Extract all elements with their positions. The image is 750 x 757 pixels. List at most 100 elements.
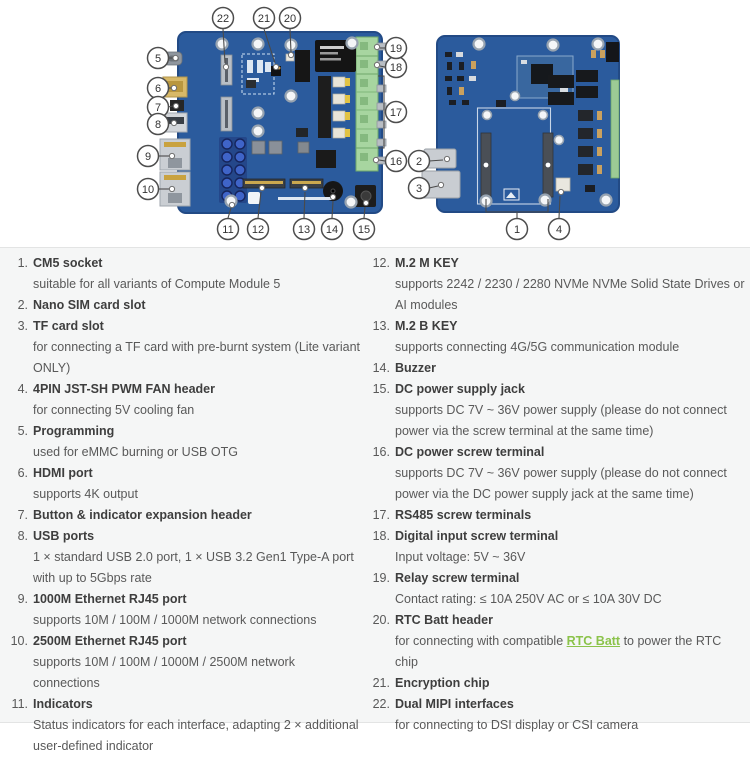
fan-header bbox=[555, 177, 571, 192]
callout-3 bbox=[407, 176, 431, 200]
legend-item-number: 22. bbox=[372, 697, 390, 711]
legend-item-number: 15. bbox=[372, 382, 390, 396]
legend-item-desc: used for eMMC burning or USB OTG bbox=[33, 445, 238, 459]
callout-2 bbox=[407, 149, 431, 173]
callout-number-14: 14 bbox=[326, 224, 338, 236]
callout-number-15: 15 bbox=[358, 224, 370, 236]
legend-item: 14. Buzzer bbox=[366, 358, 746, 379]
legend-item-desc: suitable for all variants of Compute Mod… bbox=[33, 277, 281, 291]
dc-jack bbox=[355, 185, 376, 207]
callout-number-13: 13 bbox=[298, 224, 310, 236]
legend-item: 21. Encryption chip bbox=[366, 673, 746, 694]
legend-item-desc: Input voltage: 5V ~ 36V bbox=[395, 550, 526, 564]
legend-item-number: 5. bbox=[17, 424, 28, 438]
legend-item-title: Digital input screw terminal bbox=[395, 529, 559, 543]
legend-item-number: 12. bbox=[372, 256, 390, 270]
callout-number-10: 10 bbox=[142, 184, 154, 196]
mounting-holes-bottom-view bbox=[472, 37, 613, 208]
dc-dc-module bbox=[295, 50, 310, 82]
callout-13 bbox=[292, 217, 316, 241]
legend-item-number: 13. bbox=[372, 319, 390, 333]
callout-11 bbox=[216, 217, 240, 241]
callout-number-22: 22 bbox=[217, 13, 229, 25]
callout-number-17: 17 bbox=[390, 107, 402, 119]
legend-item-desc: supports connecting 4G/5G communication … bbox=[395, 340, 680, 354]
legend-item: 13. M.2 B KEY supports connecting 4G/5G co… bbox=[366, 316, 746, 358]
legend-item-number: 4. bbox=[17, 382, 28, 396]
legend-item-title: 1000M Ethernet RJ45 port bbox=[33, 592, 187, 606]
legend-item-title: RTC Batt header bbox=[395, 613, 493, 627]
legend-item-title: Dual MIPI interfaces bbox=[395, 697, 514, 711]
boot-button bbox=[246, 80, 256, 88]
callout-1 bbox=[505, 217, 529, 241]
leader-lines bbox=[158, 28, 565, 219]
cm5-socket bbox=[476, 107, 554, 205]
callout-16 bbox=[384, 149, 408, 173]
callout-number-16: 16 bbox=[390, 156, 402, 168]
board-label-text bbox=[278, 197, 334, 200]
legend-item-number: 21. bbox=[372, 676, 390, 690]
legend-item-desc: supports 10M / 100M / 1000M / 2500M netw… bbox=[33, 655, 295, 690]
legend-item-number: 7. bbox=[17, 508, 28, 522]
legend-item-title: DC power supply jack bbox=[395, 382, 525, 396]
legend-item-number: 17. bbox=[372, 508, 390, 522]
smd-components bbox=[445, 50, 605, 192]
legend-item: 3. TF card slot for connecting a TF card w… bbox=[8, 316, 360, 379]
legend-item-desc: Contact rating: ≤ 10A 250V AC or ≤ 10A 3… bbox=[395, 592, 662, 606]
legend-item-title: Relay screw terminal bbox=[395, 571, 520, 585]
legend-item-number: 10. bbox=[10, 634, 28, 648]
dc-jack-bottom bbox=[606, 42, 619, 62]
rtc-batt-link[interactable]: RTC Batt bbox=[566, 634, 621, 648]
callout-number-2: 2 bbox=[416, 156, 422, 168]
legend-item-number: 3. bbox=[17, 319, 28, 333]
callout-15 bbox=[352, 217, 376, 241]
callout-20 bbox=[278, 6, 302, 30]
legend-item: 1. CM5 socket suitable for all variants of… bbox=[8, 253, 360, 295]
callout-number-18: 18 bbox=[390, 62, 402, 74]
callout-4 bbox=[547, 217, 571, 241]
legend-item: 17. RS485 screw terminals bbox=[366, 505, 746, 526]
legend-item-number: 2. bbox=[17, 298, 28, 312]
callout-number-5: 5 bbox=[155, 53, 161, 65]
callout-number-11: 11 bbox=[222, 224, 233, 236]
legend-item-desc: for connecting 5V cooling fan bbox=[33, 403, 195, 417]
legend-item-title: Indicators bbox=[33, 697, 93, 711]
buzzer bbox=[323, 181, 343, 201]
legend-item-title: CM5 socket bbox=[33, 256, 103, 270]
legend-item-desc: 1 × standard USB 2.0 port, 1 × USB 3.2 G… bbox=[33, 550, 354, 585]
callout-5 bbox=[146, 46, 170, 70]
legend-item-number: 1. bbox=[17, 256, 28, 270]
legend-item-title: 2500M Ethernet RJ45 port bbox=[33, 634, 187, 648]
legend-item-title: RS485 screw terminals bbox=[395, 508, 532, 522]
callout-17 bbox=[384, 100, 408, 124]
legend-item-number: 16. bbox=[372, 445, 390, 459]
legend-item-desc: supports 2242 / 2230 / 2280 NVMe NVMe So… bbox=[395, 277, 745, 312]
legend-item-desc: supports DC 7V ~ 36V power supply (pleas… bbox=[395, 466, 727, 501]
legend-item-title: TF card slot bbox=[33, 319, 104, 333]
memory-chips bbox=[548, 70, 598, 105]
board-top-view bbox=[159, 31, 387, 214]
board-bottom-view bbox=[421, 35, 620, 213]
legend-item-title: Buzzer bbox=[395, 361, 436, 375]
legend-item-title: M.2 B KEY bbox=[395, 319, 458, 333]
legend-item-title: Encryption chip bbox=[395, 676, 490, 690]
rj45-port-1000m bbox=[159, 138, 191, 171]
legend-item-number: 14. bbox=[372, 361, 390, 375]
callout-number-1: 1 bbox=[514, 224, 520, 236]
legend-item-title: Nano SIM card slot bbox=[33, 298, 146, 312]
legend-item-desc: for connecting a TF card with pre-burnt … bbox=[33, 340, 360, 375]
callout-number-4: 4 bbox=[556, 224, 562, 236]
callout-14 bbox=[320, 217, 344, 241]
callout-number-7: 7 bbox=[155, 102, 161, 114]
callout-21 bbox=[252, 6, 276, 30]
waveshare-logo bbox=[248, 192, 260, 204]
jst-connectors bbox=[318, 76, 350, 139]
legend-item-desc: supports 10M / 100M / 1000M network conn… bbox=[33, 613, 317, 627]
